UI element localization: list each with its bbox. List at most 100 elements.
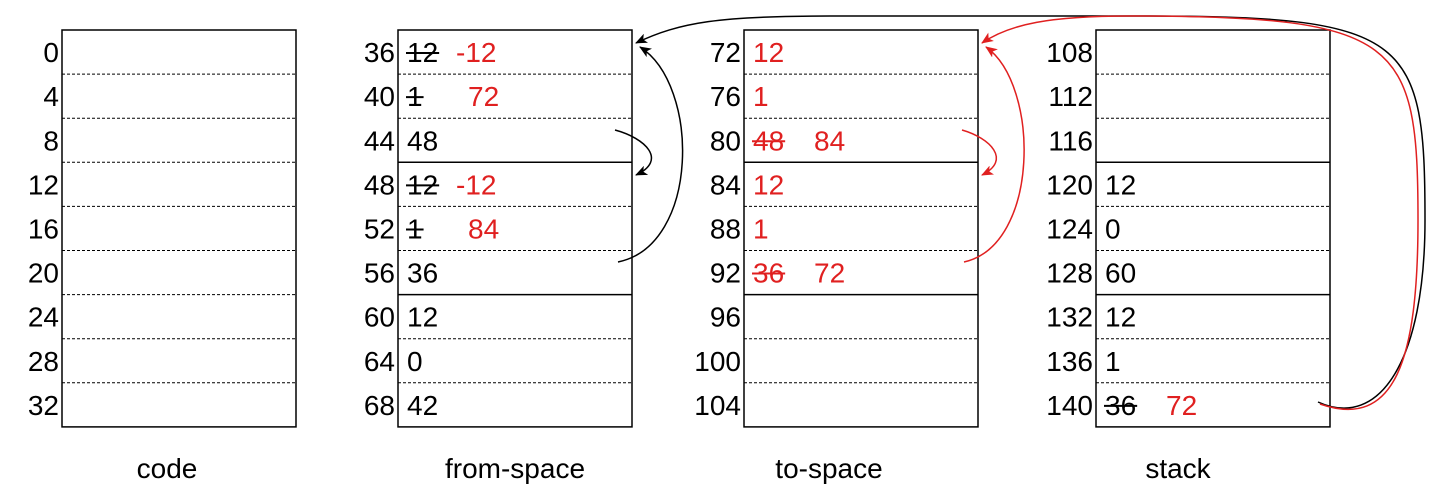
- to-space-cell-84: 84 12: [710, 169, 784, 200]
- address-label: 56: [364, 258, 395, 289]
- arrow-92-to-72: [963, 46, 1025, 263]
- address-label: 100: [694, 346, 741, 377]
- cell-value: 42: [407, 390, 438, 421]
- code-caption: code: [137, 453, 198, 484]
- to-space-cell-72: 72 12: [710, 37, 784, 68]
- address-label: 12: [28, 169, 59, 200]
- code-cell-20: 20: [28, 258, 59, 289]
- cell-value: 1: [1105, 346, 1121, 377]
- address-label: 128: [1046, 258, 1093, 289]
- from-space-caption: from-space: [445, 453, 585, 484]
- from-space-cell-44: 44 48: [364, 125, 438, 156]
- code-cell-16: 16: [28, 213, 59, 244]
- address-label: 112: [1048, 81, 1093, 112]
- forwarded-value: -12: [456, 169, 496, 200]
- cell-value: 1: [753, 213, 769, 244]
- code-cell-12: 12: [28, 169, 59, 200]
- address-label: 16: [28, 213, 59, 244]
- address-label: 68: [364, 390, 395, 421]
- address-label: 76: [710, 81, 741, 112]
- to-space-caption: to-space: [775, 453, 882, 484]
- forwarded-value: 72: [468, 81, 499, 112]
- address-label: 40: [364, 81, 395, 112]
- address-label: 60: [364, 302, 395, 333]
- from-space-cell-60: 60 12: [364, 302, 438, 333]
- cell-value: 36: [407, 258, 438, 289]
- pointer-arrows: [614, 15, 1426, 410]
- cell-value: 12: [1105, 302, 1136, 333]
- stack-cell-136: 136 1: [1046, 346, 1120, 377]
- address-label: 132: [1046, 302, 1093, 333]
- code-frame: [61, 29, 297, 428]
- forwarded-value: 84: [468, 213, 499, 244]
- column-code: 0 4 8 12 16 20 24 28 32 code: [28, 29, 297, 484]
- to-space-frame: [743, 29, 979, 428]
- address-label: 28: [28, 346, 59, 377]
- stack-cell-124: 124 0: [1046, 213, 1120, 244]
- cell-value: 0: [407, 346, 423, 377]
- address-label: 72: [710, 37, 741, 68]
- to-space-cell-100: 100: [694, 346, 741, 377]
- forwarded-value: 84: [814, 125, 845, 156]
- address-label: 8: [43, 125, 59, 156]
- stack-frame: [1095, 29, 1331, 428]
- address-label: 84: [710, 169, 741, 200]
- arrow-80-to-84: [961, 129, 997, 176]
- cell-value: 1: [753, 81, 769, 112]
- address-label: 20: [28, 258, 59, 289]
- from-space-cell-68: 68 42: [364, 390, 438, 421]
- stack-cell-112: 112: [1048, 81, 1093, 112]
- to-space-cell-76: 76 1: [710, 81, 769, 112]
- stack-cell-116: 116: [1048, 125, 1093, 156]
- arrow-44-to-48: [614, 129, 652, 176]
- arrow-56-to-36: [617, 46, 684, 263]
- address-label: 52: [364, 213, 395, 244]
- cell-value: 12: [1105, 169, 1136, 200]
- from-space-cell-64: 64 0: [364, 346, 423, 377]
- address-label: 4: [43, 81, 59, 112]
- stack-cell-128: 128 60: [1046, 258, 1136, 289]
- to-space-cell-96: 96: [710, 302, 741, 333]
- code-cell-24: 24: [28, 302, 59, 333]
- arrow-stack-140-to-36: [635, 15, 1426, 409]
- address-label: 0: [43, 37, 59, 68]
- address-label: 92: [710, 258, 741, 289]
- forwarded-value: -12: [456, 37, 496, 68]
- code-cell-4: 4: [43, 81, 59, 112]
- address-label: 136: [1046, 346, 1093, 377]
- code-cell-32: 32: [28, 390, 59, 421]
- stack-cell-108: 108: [1046, 37, 1093, 68]
- from-space-cell-56: 56 36: [364, 258, 438, 289]
- cell-value: 12: [753, 37, 784, 68]
- address-label: 48: [364, 169, 395, 200]
- cell-value: 12: [753, 169, 784, 200]
- stack-caption: stack: [1145, 453, 1211, 484]
- address-label: 116: [1048, 125, 1093, 156]
- to-space-cell-104: 104: [694, 390, 741, 421]
- address-label: 44: [364, 125, 395, 156]
- forwarded-value: 72: [814, 258, 845, 289]
- cell-value: 48: [407, 125, 438, 156]
- address-label: 36: [364, 37, 395, 68]
- address-label: 80: [710, 125, 741, 156]
- code-cell-8: 8: [43, 125, 59, 156]
- address-label: 64: [364, 346, 395, 377]
- cell-value: 0: [1105, 213, 1121, 244]
- cell-value: 12: [407, 302, 438, 333]
- address-label: 120: [1046, 169, 1093, 200]
- address-label: 124: [1046, 213, 1093, 244]
- address-label: 108: [1046, 37, 1093, 68]
- cell-value: 60: [1105, 258, 1136, 289]
- code-cell-0: 0: [43, 37, 59, 68]
